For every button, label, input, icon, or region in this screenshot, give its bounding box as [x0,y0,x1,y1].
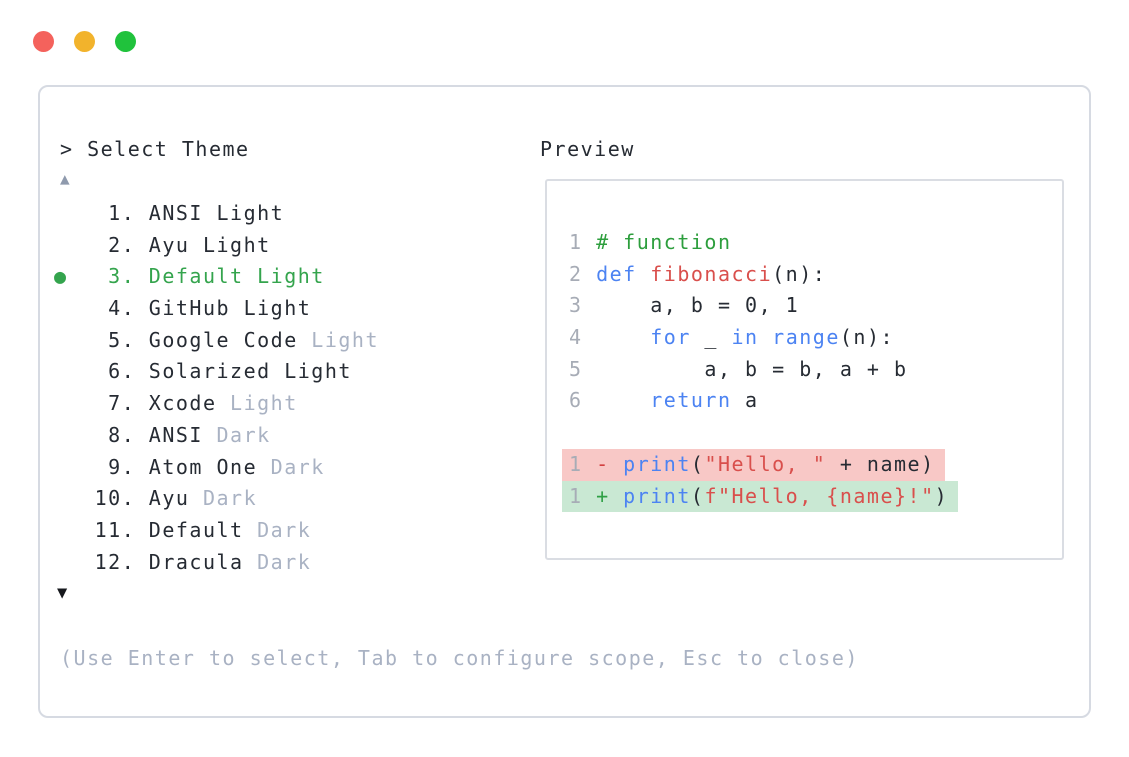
line-number: 3 [569,293,583,318]
theme-item-variant: Dark [257,454,325,479]
window-close-icon[interactable] [33,31,54,52]
theme-item-label: 8. ANSI [94,422,203,447]
theme-item[interactable]: 6. Solarized Light [54,356,379,388]
theme-item-label: 11. Default [94,517,244,542]
theme-item-label: 7. Xcode [94,391,217,416]
theme-item[interactable]: 12. Dracula Dark [54,547,379,579]
theme-item-label: 6. Solarized Light [94,359,352,384]
theme-item-variant: Light [297,327,379,352]
line-number: 1 [569,483,583,508]
theme-item-label: 2. Ayu Light [94,232,271,257]
diff-line: 1 + print(f"Hello, {name}!") [547,480,1062,513]
code-line: 6 return a [569,388,759,413]
theme-item-variant: Dark [243,549,312,574]
theme-item-label: 12. Dracula [94,549,244,574]
theme-item[interactable]: 9. Atom One Dark [54,452,379,484]
code-preview: 1 # function 2 def fibonacci(n): 3 a, b = … [547,227,1062,513]
line-number: 4 [569,325,583,350]
theme-item[interactable]: 8. ANSI Dark [54,420,379,452]
theme-item[interactable]: 1. ANSI Light [54,198,379,230]
code-line: 3 a, b = 0, 1 [569,293,800,318]
select-theme-prompt: > Select Theme [60,137,250,161]
code-line: 1 # function [569,230,732,254]
theme-list: 1. ANSI Light 2. Ayu Light ● 3. Default L… [54,198,379,578]
theme-item-label: 4. GitHub Light [94,296,312,321]
theme-item[interactable]: 7. Xcode Light [54,388,379,420]
theme-item-label: 10. Ayu [94,486,190,511]
line-number: 6 [569,388,583,413]
window-controls [33,31,136,52]
code-line: 4 for _ in range(n): [569,325,895,350]
theme-item-variant: Dark [202,422,271,447]
theme-item-variant: Light [216,391,298,416]
theme-picker-panel: > Select Theme ▲ 1. ANSI Light 2. Ayu Li… [38,85,1091,718]
line-number: 5 [569,356,583,381]
line-number: 1 [569,451,583,476]
code-line: 2 def fibonacci(n): [569,261,827,286]
theme-item[interactable]: 2. Ayu Light [54,230,379,262]
theme-item-variant: Dark [243,517,312,542]
scroll-down-icon[interactable]: ▼ [57,583,68,603]
theme-item[interactable]: ● 3. Default Light [54,261,379,293]
theme-item-variant: Dark [189,486,258,511]
theme-item[interactable]: 10. Ayu Dark [54,483,379,515]
selected-bullet-icon: ● [54,264,68,289]
code-line [547,417,1062,449]
line-number: 1 [569,230,583,254]
theme-item[interactable]: 5. Google Code Light [54,325,379,357]
window-minimize-icon[interactable] [74,31,95,52]
theme-item[interactable]: 4. GitHub Light [54,293,379,325]
theme-item-label: 9. Atom One [94,454,258,479]
theme-item[interactable]: 11. Default Dark [54,515,379,547]
diff-line: 1 - print("Hello, " + name) [547,448,1062,481]
preview-title: Preview [540,137,635,161]
code-line: 5 a, b = b, a + b [569,356,908,381]
keyboard-hint: (Use Enter to select, Tab to configure s… [60,646,859,670]
scroll-up-icon[interactable]: ▲ [60,169,70,188]
theme-item-label: 3. Default Light [94,264,325,289]
window-zoom-icon[interactable] [115,31,136,52]
theme-item-label: 5. Google Code [94,327,298,352]
preview-pane: 1 # function 2 def fibonacci(n): 3 a, b = … [545,179,1064,560]
theme-item-label: 1. ANSI Light [94,201,285,225]
line-number: 2 [569,261,583,286]
